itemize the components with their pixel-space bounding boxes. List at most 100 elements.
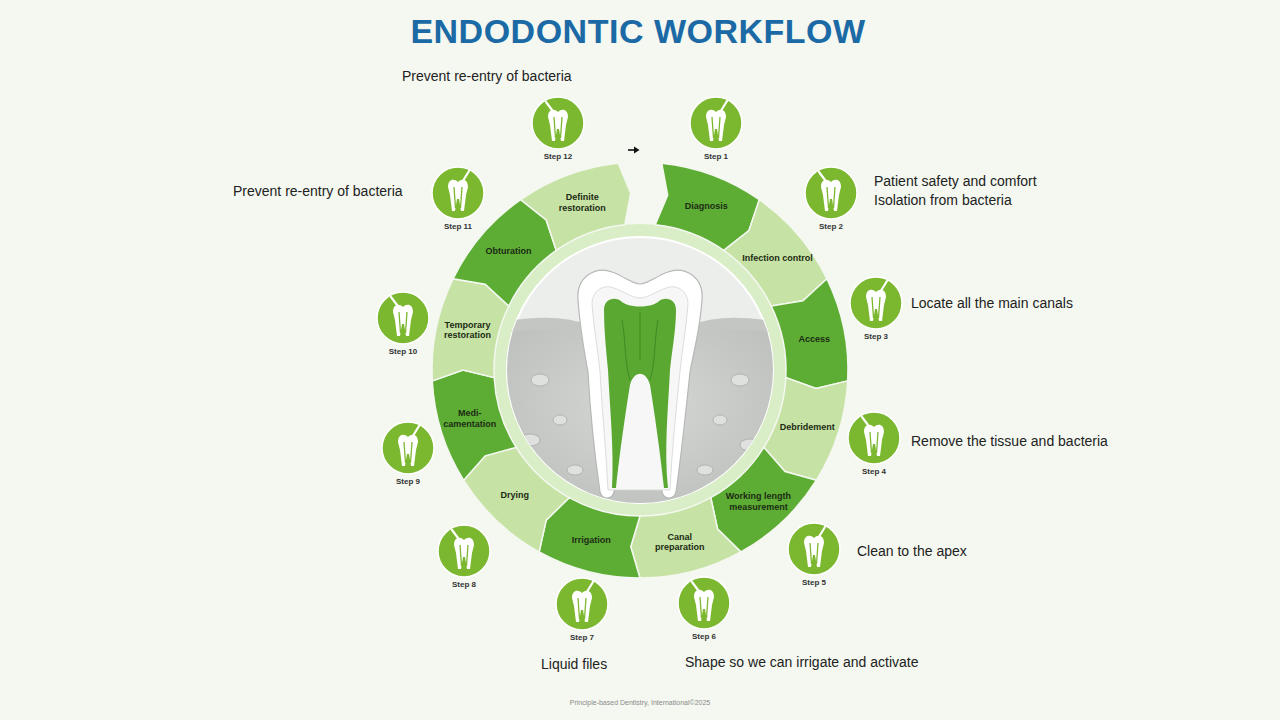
- tooth-icon: [448, 180, 468, 211]
- annotation: Prevent re-entry of bacteria: [233, 183, 403, 200]
- step-icon: Step 5: [780, 521, 848, 588]
- pulp-vessels: [622, 312, 658, 380]
- instrument-icon: [819, 172, 828, 184]
- step-circle: [805, 167, 857, 219]
- annotation: Shape so we can irrigate and activate: [685, 654, 918, 671]
- step-circle: [678, 577, 730, 629]
- instrument-icon: [452, 530, 461, 542]
- step-circle: [690, 97, 742, 149]
- segment-label: Definite restoration: [546, 192, 618, 213]
- canal-icon: [454, 187, 462, 208]
- step-icon: Step 6: [670, 575, 738, 642]
- step-badge: [526, 95, 590, 151]
- segment-outline: [771, 279, 848, 389]
- annotation: Prevent re-entry of bacteria: [402, 68, 572, 85]
- instrument-icon: [461, 171, 469, 184]
- step-label: Step 3: [842, 332, 910, 342]
- step-icon: Step 8: [430, 523, 498, 590]
- annotation-holder: Liquid files: [541, 656, 607, 673]
- canal-icon: [554, 117, 562, 138]
- tooth-icon: [398, 435, 418, 466]
- tooth-icon: [393, 305, 413, 336]
- pulp: [604, 299, 676, 488]
- step-label: Step 7: [548, 633, 616, 643]
- segment-outline: [724, 200, 827, 306]
- canal-icon: [578, 598, 586, 619]
- copyright-note: Principle-based Dentistry, International…: [440, 699, 840, 707]
- canal-icon: [827, 187, 835, 208]
- workflow-segment: Access: [769, 276, 850, 391]
- step-label: Step 8: [430, 580, 498, 590]
- step-label: Step 2: [797, 222, 865, 232]
- step-badge: [844, 275, 908, 331]
- step-circle: [848, 412, 900, 464]
- segment-label: Diagnosis: [670, 201, 742, 211]
- annotation-holder: Remove the tissue and bacteria: [911, 433, 1108, 450]
- step-circle: [377, 292, 429, 344]
- tooth-icon: [548, 110, 568, 141]
- canal-icon: [872, 297, 880, 318]
- step-icon: Step 12: [524, 95, 592, 162]
- canal-icon: [460, 545, 468, 566]
- instrument-icon: [411, 426, 419, 439]
- instrument-icon: [692, 582, 701, 594]
- step-label: Step 4: [840, 467, 908, 477]
- annotation-holder: Principle-based Dentistry, International…: [440, 699, 840, 707]
- workflow-segment: Definite restoration: [518, 161, 633, 253]
- step-icon: Step 9: [374, 420, 442, 487]
- tooth-icon: [866, 290, 886, 321]
- page-title: ENDODONTIC WORKFLOW: [240, 12, 1036, 51]
- step-badge: [432, 523, 496, 579]
- segment-label: Working length measurement: [722, 491, 794, 512]
- step-label: Step 12: [524, 152, 592, 162]
- step-circle: [432, 167, 484, 219]
- step-badge: [799, 165, 863, 221]
- annotation-holder: Prevent re-entry of bacteria: [402, 68, 572, 85]
- segment-label: Canal preparation: [644, 532, 716, 553]
- step-label: Step 11: [424, 222, 492, 232]
- annotation-holder: Patient safety and comfort: [874, 173, 1037, 190]
- step-icon: Step 3: [842, 275, 910, 342]
- step-badge: [376, 420, 440, 476]
- canal-icon: [700, 597, 708, 618]
- segment-outline: [432, 370, 516, 480]
- start-arrow: [628, 147, 640, 154]
- annotation-holder: Isolation from bacteria: [874, 192, 1012, 209]
- step-label: Step 6: [670, 632, 738, 642]
- step-label: Step 1: [682, 152, 750, 162]
- step-circle: [850, 277, 902, 329]
- instrument-icon: [585, 582, 593, 595]
- canal-icon: [404, 442, 412, 463]
- segment-label: Debridement: [771, 422, 843, 432]
- step-label: Step 9: [374, 477, 442, 487]
- annotation-holder: Shape so we can irrigate and activate: [685, 654, 918, 671]
- step-circle: [788, 523, 840, 575]
- title-holder: ENDODONTIC WORKFLOW: [240, 12, 1036, 51]
- step-circle: [382, 422, 434, 474]
- segment-label: Irrigation: [555, 535, 627, 545]
- step-badge: [426, 165, 490, 221]
- annotation: Liquid files: [541, 656, 607, 673]
- step-circle: [532, 97, 584, 149]
- step-label: Step 5: [780, 578, 848, 588]
- segment-label: Temporary restoration: [432, 320, 504, 341]
- tooth-icon: [454, 538, 474, 569]
- canal-icon: [712, 117, 720, 138]
- segment-outline: [631, 498, 741, 578]
- segment-label: Infection control: [742, 253, 814, 263]
- instrument-icon: [862, 417, 871, 429]
- step-badge: [550, 576, 614, 632]
- step-icon: Step 2: [797, 165, 865, 232]
- step-circle: [438, 525, 490, 577]
- annotation-holder: Clean to the apex: [857, 543, 967, 560]
- workflow-segment: Canal preparation: [628, 495, 743, 580]
- step-icon: Step 1: [682, 95, 750, 162]
- tooth-outline: [578, 270, 702, 498]
- annotation: Clean to the apex: [857, 543, 967, 560]
- instrument-icon: [391, 297, 400, 309]
- canal-icon: [399, 312, 407, 333]
